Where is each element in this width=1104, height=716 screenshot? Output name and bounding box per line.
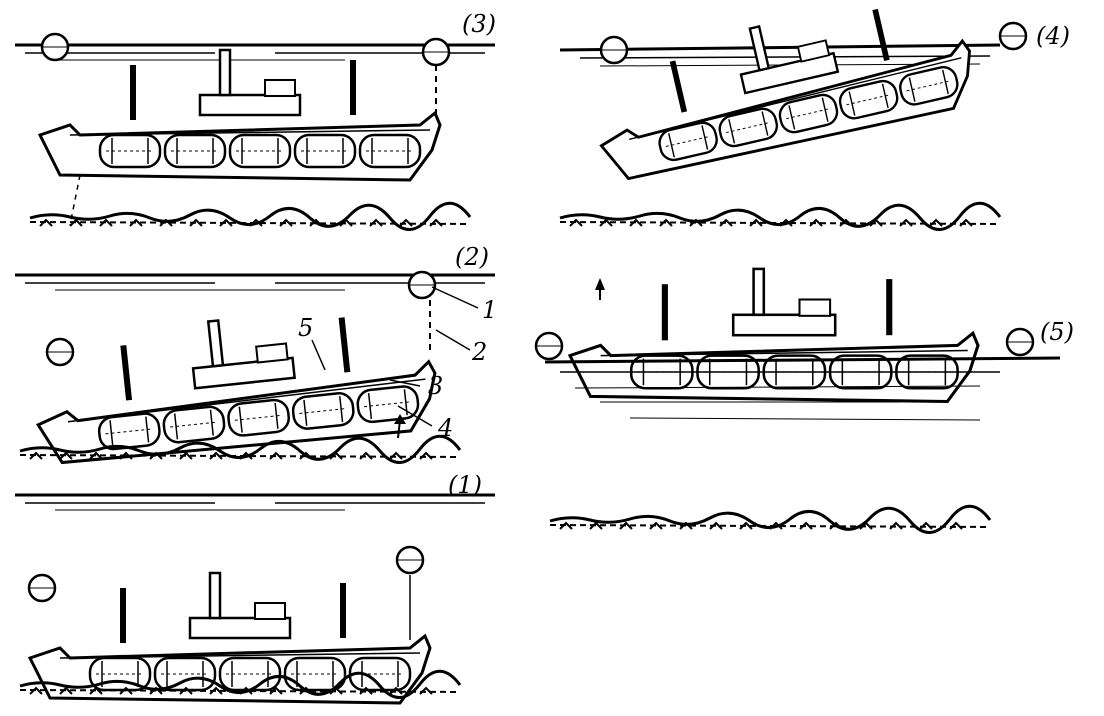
panel-1 [13,493,497,703]
callout-2: 2 [471,338,487,366]
panel-3 [13,32,497,232]
callout-4: 4 [437,414,453,442]
callout-5: 5 [298,314,313,342]
panel-label-3: (3) [462,10,496,38]
panel-label-2: (2) [455,243,489,271]
panel-5 [534,269,1061,535]
callout-3: 3 [428,372,443,400]
panel-label-5: (5) [1040,318,1074,346]
panel-label-1: (1) [448,471,482,499]
panel-4 [558,0,1028,232]
panel-label-4: (4) [1036,22,1070,50]
panel-2 [13,270,497,470]
callout-1: 1 [482,296,497,324]
